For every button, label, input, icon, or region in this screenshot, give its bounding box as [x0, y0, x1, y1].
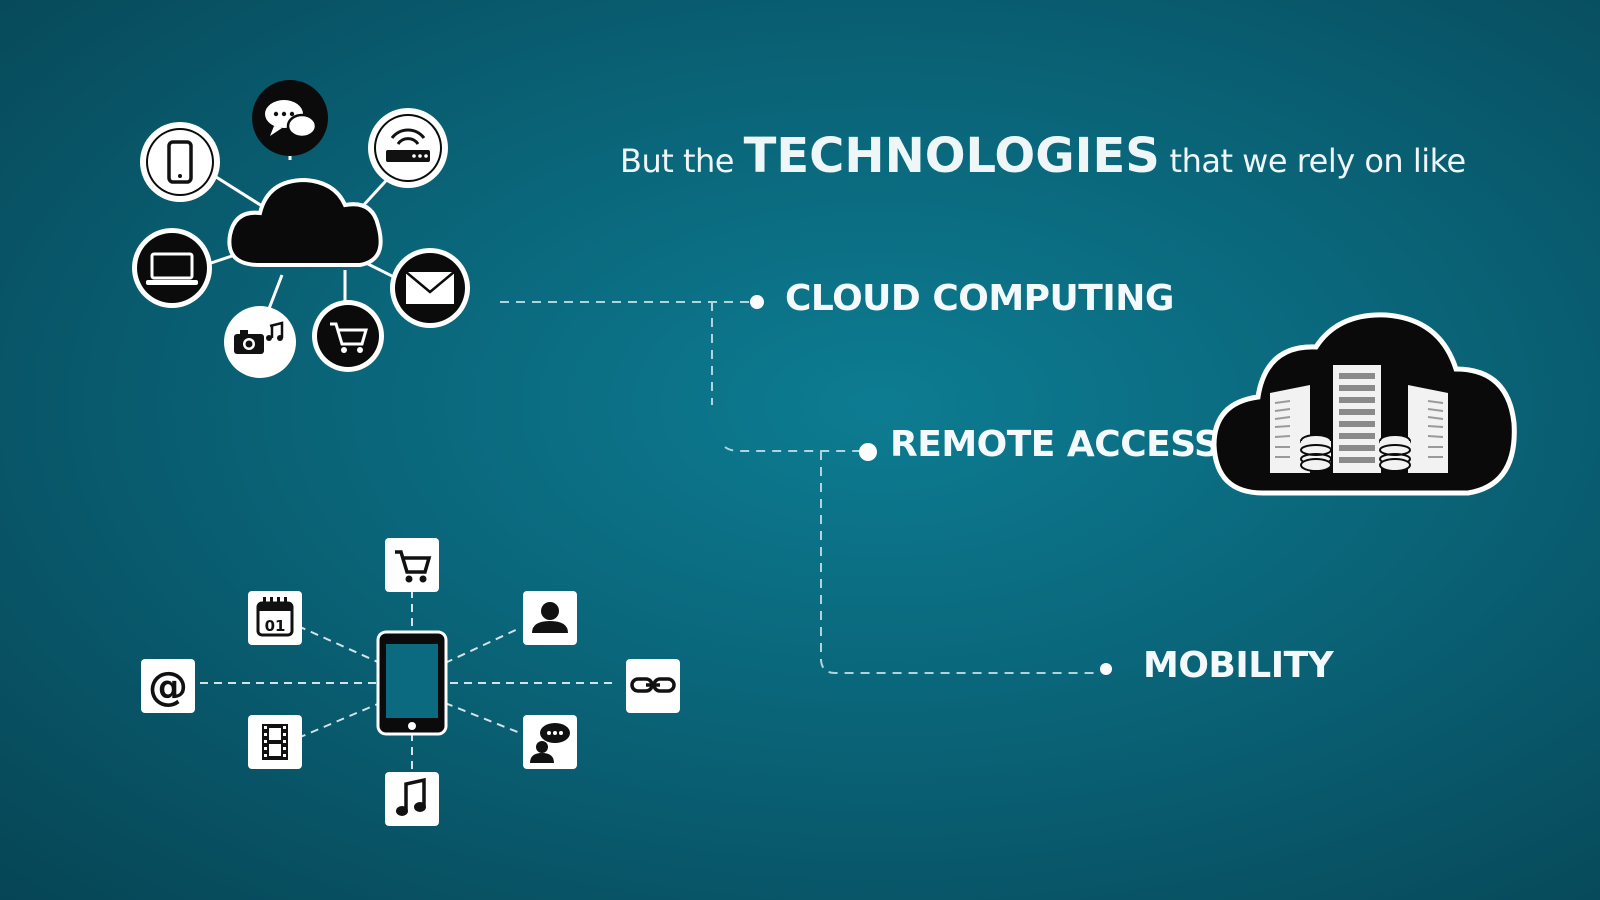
server-tower-right [1408, 385, 1448, 473]
wifi-router-icon [368, 108, 448, 188]
link-icon [626, 659, 680, 713]
mobile-network-illustration: 01 @ [141, 538, 680, 826]
envelope-icon [390, 248, 470, 328]
shopping-cart-icon [385, 538, 439, 592]
central-cloud-icon [227, 177, 383, 267]
calendar-date: 01 [265, 617, 286, 635]
database-stack-right-icon [1379, 434, 1411, 472]
smartphone-icon [140, 122, 220, 202]
connector-remote-drop [820, 451, 1100, 674]
headline: But the TECHNOLOGIES that we rely on lik… [620, 128, 1466, 184]
bullet-cloud [750, 295, 764, 309]
at-symbol: @ [148, 664, 188, 710]
film-icon [248, 715, 302, 769]
cloud-network-illustration [132, 80, 470, 378]
bullet-remote [859, 443, 877, 461]
label-cloud-computing: CLOUD COMPUTING [785, 278, 1174, 319]
calendar-icon: 01 [248, 591, 302, 645]
laptop-icon [132, 228, 212, 308]
person-icon [523, 591, 577, 645]
at-sign-icon: @ [141, 659, 195, 713]
database-stack-left-icon [1300, 434, 1332, 472]
server-tower-left [1270, 385, 1310, 473]
headline-emphasis: TECHNOLOGIES [743, 128, 1160, 184]
server-cloud-icon [1211, 312, 1517, 496]
label-mobility: MOBILITY [1143, 645, 1334, 686]
label-remote-access: REMOTE ACCESS [890, 424, 1220, 465]
headline-suffix: that we rely on like [1169, 142, 1467, 180]
connector-remote [724, 446, 862, 452]
shopping-cart-icon [312, 300, 384, 372]
headline-prefix: But the [620, 142, 734, 180]
server-tower-center [1333, 365, 1381, 473]
camera-music-icon [224, 306, 296, 378]
chat-bubbles-icon [252, 80, 328, 156]
music-note-icon [385, 772, 439, 826]
chat-person-icon [523, 715, 577, 769]
bullet-mobility [1100, 663, 1112, 675]
smartphone-icon [376, 630, 448, 736]
